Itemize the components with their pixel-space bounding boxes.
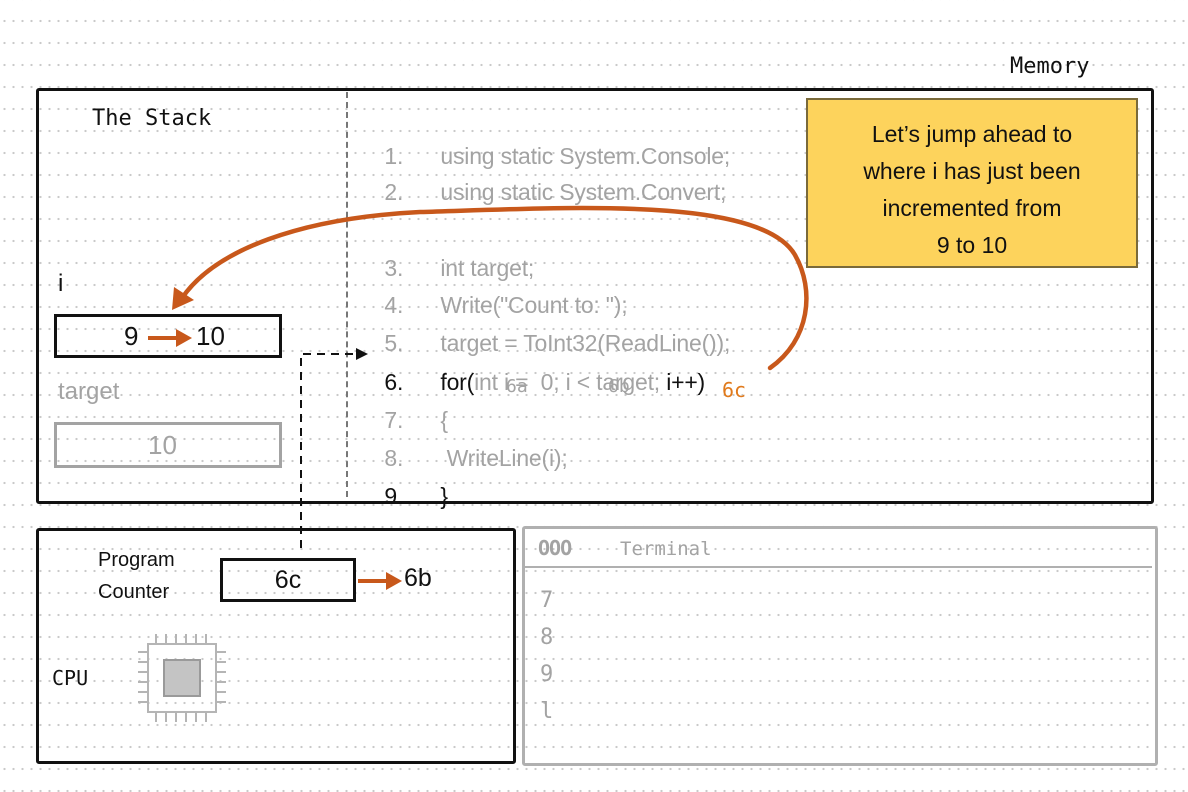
- terminal-title: Terminal: [620, 538, 712, 560]
- increment-arrow-icon: [148, 329, 192, 347]
- variable-i-new-value: 10: [196, 321, 225, 351]
- program-counter-next-arrow-icon: [358, 572, 402, 590]
- code-line-4: 4.Write("Count to: ");: [384, 292, 628, 318]
- program-counter-next: 6b: [404, 564, 432, 592]
- explanation-note: Let’s jump ahead to where i has just bee…: [806, 98, 1138, 268]
- terminal-window: [522, 526, 1158, 766]
- variable-i-old-value: 9: [124, 321, 139, 351]
- variable-target-box: [54, 422, 282, 468]
- terminal-output-line: 7: [540, 588, 554, 613]
- step-label-6a: 6a: [506, 376, 528, 397]
- terminal-window-buttons[interactable]: OOO: [538, 536, 572, 560]
- cpu-label: CPU: [52, 666, 89, 690]
- note-line-3: incremented from: [882, 195, 1062, 221]
- memory-panel: [36, 88, 1154, 504]
- note-line-2: where i has just been: [863, 158, 1081, 184]
- variable-i-name: i: [58, 270, 64, 297]
- variable-i-box: [54, 314, 282, 358]
- code-line-3: 3.int target;: [384, 255, 535, 281]
- program-counter-value: 6c: [274, 566, 302, 594]
- cpu-panel: [36, 528, 516, 764]
- code-line-6: 6.for(int i = 0; i < target; i++): [384, 369, 706, 395]
- step-label-6b: 6b: [608, 376, 630, 397]
- memory-label: Memory: [1010, 54, 1090, 79]
- code-line-8: 8. WriteLine(i);: [384, 445, 568, 471]
- terminal-output-line: 8: [540, 625, 554, 650]
- note-line-1: Let’s jump ahead to: [871, 121, 1073, 147]
- note-line-4: 9 to 10: [936, 232, 1008, 258]
- variable-target-value: 10: [148, 430, 177, 460]
- variable-target-name: target: [58, 378, 120, 405]
- terminal-titlebar-divider: [524, 566, 1152, 568]
- step-label-6c: 6c: [722, 378, 747, 402]
- terminal-output-line: 9: [540, 662, 554, 687]
- code-line-9: 9.}: [384, 483, 448, 509]
- code-line-5: 5.target = ToInt32(ReadLine());: [384, 330, 731, 356]
- code-line-1: 1.using static System.Console;: [384, 143, 731, 169]
- program-counter-box: 6c: [220, 558, 356, 602]
- program-counter-label: Program Counter: [98, 549, 175, 603]
- terminal-output: 7 8 9 l: [540, 582, 553, 730]
- terminal-output-line: l: [540, 699, 554, 724]
- stack-divider: [346, 92, 348, 497]
- code-line-2: 2.using static System.Convert;: [384, 179, 727, 205]
- code-line-7: 7.{: [384, 407, 448, 433]
- stack-title: The Stack: [92, 106, 212, 131]
- cpu-chip-icon: [138, 634, 226, 722]
